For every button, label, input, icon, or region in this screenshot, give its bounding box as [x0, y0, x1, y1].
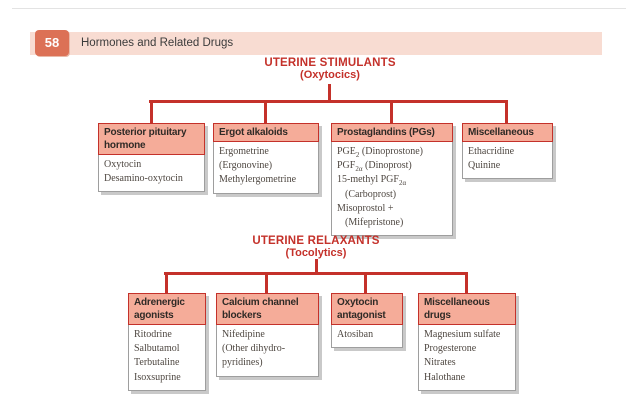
relaxants-drop-line-4 [465, 274, 468, 293]
category-drug-list: Ethacridine Quinine [462, 142, 553, 180]
category-drug-list: Nifedipine (Other dihydro- pyridines) [216, 325, 319, 377]
category-drug-list: PGE2 (Dinoprostone) PGF2α (Dinoprost) 15… [331, 142, 453, 237]
drug-name: Methylergometrine [219, 174, 297, 186]
stimulants-drop-line-1 [150, 102, 153, 123]
chapter-title: Hormones and Related Drugs [81, 37, 234, 49]
category-header: Prostaglandins (PGs) [331, 123, 453, 142]
chapter-number-badge: 58 [35, 30, 69, 56]
category-header: Ergot alkaloids [213, 123, 319, 142]
stimulants-drop-line-2 [264, 102, 267, 123]
section-title-text: UTERINE RELAXANTS [252, 235, 380, 247]
category-drug-list: Ergometrine (Ergonovine) Methylergometri… [213, 142, 319, 194]
category-header: Adrenergic agonists [128, 293, 206, 325]
drug-name-subscript: 2α [355, 165, 363, 174]
category-box-posterior-pituitary-hormone: Posterior pituitary hormone Oxytocin Des… [98, 123, 205, 193]
drug-name-part: PGF [337, 160, 356, 172]
drug-name: (Other dihydro- [222, 343, 286, 355]
category-drug-list: Atosiban [331, 325, 403, 349]
stimulants-section-title: UTERINE STIMULANTS (Oxytocics) [220, 57, 440, 81]
category-drug-list: Magnesium sulfate Progesterone Nitrates … [418, 325, 516, 391]
category-header: Miscellaneous [462, 123, 553, 142]
category-box-prostaglandins: Prostaglandins (PGs) PGE2 (Dinoprostone)… [331, 123, 453, 237]
drug-name: Quinine [468, 160, 501, 172]
drug-name: (Mifepristone) [345, 216, 404, 228]
drug-name: Salbutamol [134, 343, 180, 355]
drug-name: Terbutaline [134, 357, 180, 369]
category-drug-list: Ritodrine Salbutamol Terbutaline Isoxsup… [128, 325, 206, 391]
category-header: Miscellaneous drugs [418, 293, 516, 325]
drug-name: pyridines) [222, 357, 263, 369]
drug-name: Oxytocin [104, 159, 142, 170]
drug-name: Isoxsuprine [134, 371, 181, 383]
category-header: Posterior pituitary hormone [98, 123, 205, 155]
section-title-text: UTERINE STIMULANTS [264, 57, 396, 69]
category-header: Calcium channel blockers [216, 293, 319, 325]
category-box-miscellaneous-relaxants: Miscellaneous drugs Magnesium sulfate Pr… [418, 293, 516, 391]
drug-name: Halothane [424, 371, 466, 383]
relaxants-drop-line-1 [165, 274, 168, 293]
stimulants-drop-line-3 [390, 102, 393, 123]
relaxants-section-title: UTERINE RELAXANTS (Tocolytics) [206, 235, 426, 259]
drug-name: 15-methyl PGF2α [337, 173, 448, 187]
section-subtitle-text: (Tocolytics) [285, 247, 347, 259]
relaxants-drop-line-2 [265, 274, 268, 293]
stimulants-stem-line [328, 84, 331, 103]
drug-name-part: (Dinoprost) [362, 160, 412, 172]
stimulants-drop-line-4 [505, 102, 508, 123]
drug-name-part: 15-methyl PGF [337, 174, 399, 186]
category-box-calcium-channel-blockers: Calcium channel blockers Nifedipine (Oth… [216, 293, 319, 377]
drug-name: Ethacridine [468, 146, 515, 157]
stimulants-branch-bar [149, 100, 508, 103]
drug-name: Desamino-oxytocin [104, 173, 183, 185]
drug-name: Ergometrine [219, 146, 269, 157]
drug-name-part: PGE [337, 146, 356, 157]
category-box-ergot-alkaloids: Ergot alkaloids Ergometrine (Ergonovine)… [213, 123, 319, 194]
drug-name: PGE2 (Dinoprostone) [337, 145, 448, 159]
category-box-miscellaneous-stimulants: Miscellaneous Ethacridine Quinine [462, 123, 553, 180]
relaxants-drop-line-3 [364, 274, 367, 293]
drug-name: Misoprostol + [337, 202, 394, 214]
category-header: Oxytocin antagonist [331, 293, 403, 325]
drug-name: Nitrates [424, 357, 456, 369]
drug-name: Progesterone [424, 343, 477, 355]
relaxants-branch-bar [164, 272, 468, 275]
category-box-oxytocin-antagonist: Oxytocin antagonist Atosiban [331, 293, 403, 349]
page-top-rule [12, 8, 626, 9]
drug-name-part: (Dinoprostone) [359, 146, 424, 157]
section-subtitle-text: (Oxytocics) [300, 69, 360, 81]
drug-name-subscript: 2α [398, 179, 407, 188]
drug-name: Atosiban [337, 329, 374, 340]
drug-name: Magnesium sulfate [424, 329, 501, 340]
drug-name: Ritodrine [134, 329, 172, 340]
drug-name: Nifedipine [222, 329, 265, 340]
drug-name: (Carboprost) [345, 188, 397, 200]
chapter-header-bar [30, 32, 602, 55]
drug-name-subscript: 2 [355, 151, 360, 159]
category-drug-list: Oxytocin Desamino-oxytocin [98, 155, 205, 193]
drug-name: PGF2α (Dinoprost) [337, 159, 448, 173]
relaxants-stem-line [315, 259, 318, 274]
category-box-adrenergic-agonists: Adrenergic agonists Ritodrine Salbutamol… [128, 293, 206, 391]
drug-name: (Ergonovine) [219, 160, 273, 172]
